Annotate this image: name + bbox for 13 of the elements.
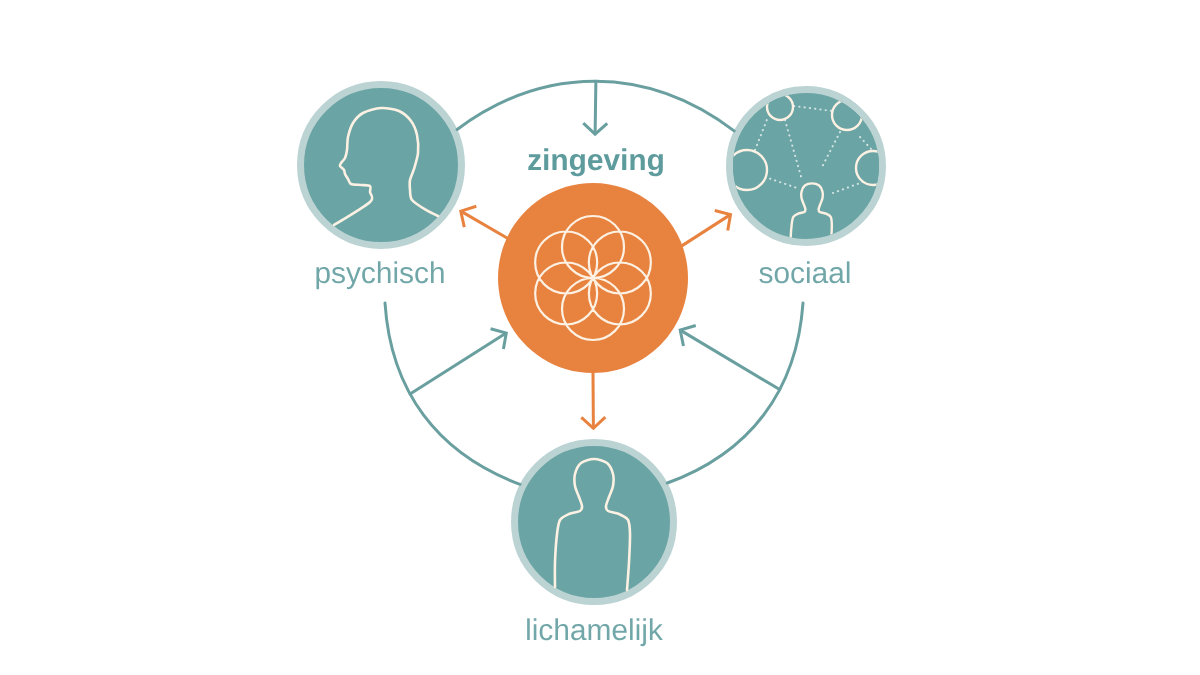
- arrow: [408, 327, 508, 396]
- connector-line: [383, 301, 522, 486]
- arrow: [459, 204, 509, 240]
- circle-label: lichamelijk: [527, 618, 663, 647]
- connector-line: [665, 301, 805, 485]
- arrow: [678, 324, 782, 392]
- circle-label: sociaal: [759, 261, 850, 284]
- connector-line: [455, 79, 736, 133]
- arrow: [582, 79, 609, 137]
- arrow: [681, 208, 733, 247]
- heading: zingeving: [528, 148, 663, 177]
- circle-label: psychisch: [316, 261, 444, 290]
- arrow: [580, 371, 607, 431]
